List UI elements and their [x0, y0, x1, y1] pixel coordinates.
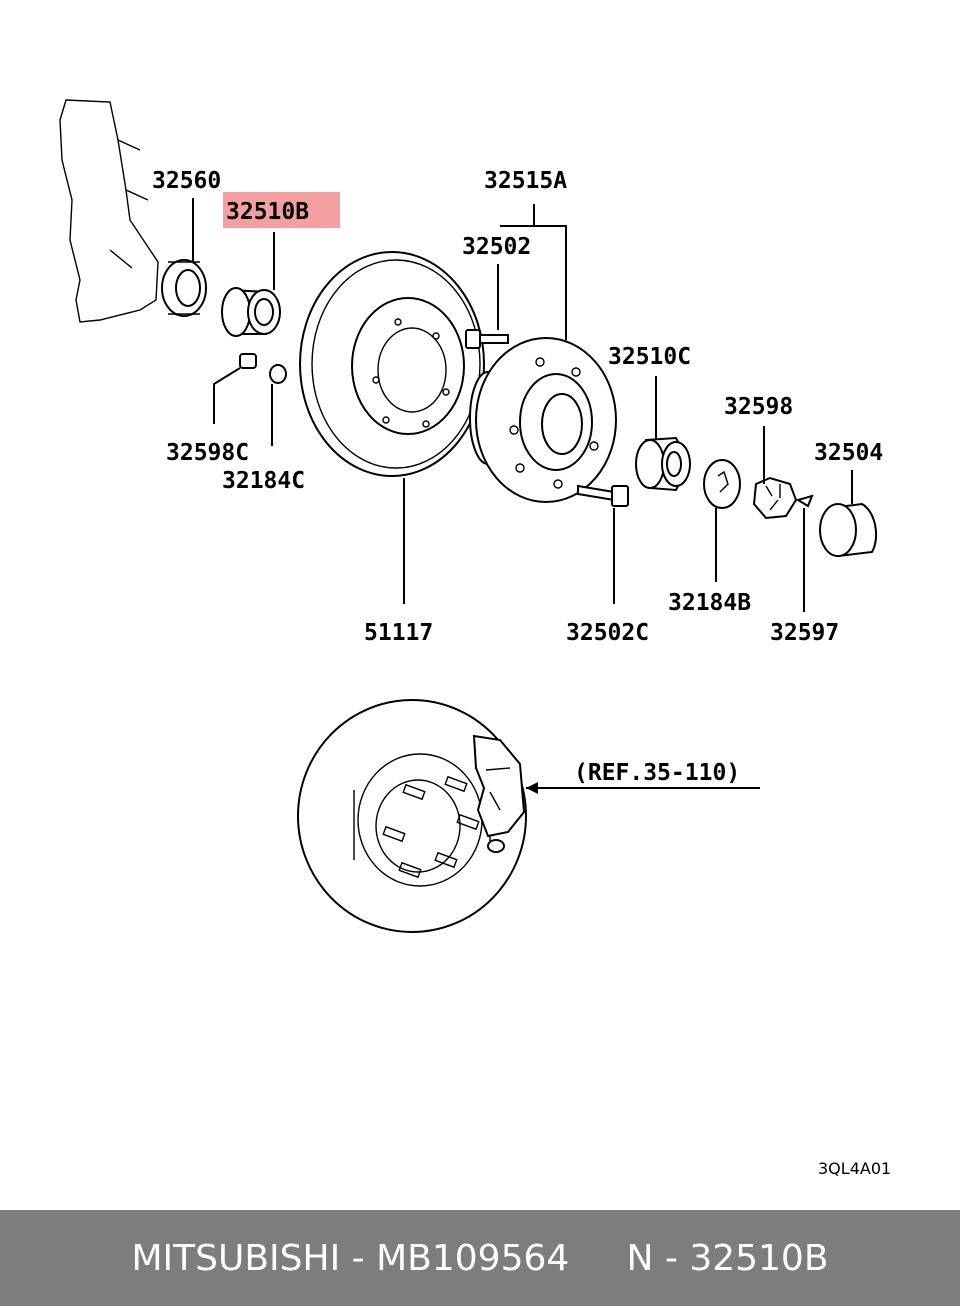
- footer-part-number: MB109564: [376, 1237, 570, 1279]
- label-32515A[interactable]: 32515A: [484, 168, 567, 194]
- assembled-disc-view: [297, 699, 527, 933]
- label-32598C[interactable]: 32598C: [166, 440, 249, 466]
- footer-ref-code: 32510B: [689, 1237, 829, 1279]
- label-51117[interactable]: 51117: [364, 620, 433, 646]
- washer-32184C[interactable]: [269, 364, 287, 384]
- label-32510C[interactable]: 32510C: [608, 344, 691, 370]
- footer-gap: [569, 1238, 626, 1279]
- bearing-32510B[interactable]: [221, 287, 282, 337]
- castle-nut-32598[interactable]: [752, 476, 798, 520]
- wheel-hub-32515A[interactable]: [469, 337, 617, 503]
- label-32184C[interactable]: 32184C: [222, 468, 305, 494]
- cotter-pin-32597[interactable]: [795, 494, 814, 508]
- label-32597[interactable]: 32597: [770, 620, 839, 646]
- steering-knuckle: [59, 99, 159, 323]
- label-32502C[interactable]: 32502C: [566, 620, 649, 646]
- oil-seal-32560[interactable]: [161, 259, 207, 317]
- label-32560[interactable]: 32560: [152, 168, 221, 194]
- hub-bolt-32502[interactable]: [465, 329, 509, 349]
- washer-32184B[interactable]: [703, 459, 741, 509]
- label-32510B[interactable]: 32510B: [226, 199, 309, 225]
- bolt-32502C[interactable]: [577, 484, 629, 507]
- label-32504[interactable]: 32504: [814, 440, 883, 466]
- bearing-32510C[interactable]: [635, 436, 692, 492]
- diagram-code: 3QL4A01: [818, 1159, 891, 1178]
- footer-ref-prefix: N -: [626, 1237, 690, 1279]
- highlight-32510B: [223, 192, 340, 228]
- brake-caliper[interactable]: [472, 734, 526, 853]
- footer-brand: MITSUBISHI: [131, 1237, 341, 1279]
- label-32598[interactable]: 32598: [724, 394, 793, 420]
- footer-bar: MITSUBISHI - MB109564 N - 32510B: [0, 1210, 960, 1306]
- brake-disc-51117[interactable]: [299, 251, 485, 477]
- label-32184B[interactable]: 32184B: [668, 590, 751, 616]
- label-32502[interactable]: 32502: [462, 234, 531, 260]
- grease-cap-32504[interactable]: [819, 502, 878, 558]
- label-ref[interactable]: (REF.35-110): [574, 760, 740, 786]
- nut-32598C[interactable]: [239, 353, 257, 369]
- footer-separator: -: [340, 1237, 377, 1279]
- parts-diagram: 32560 32510B 32515A 32502 32510C 32598 3…: [59, 99, 891, 1178]
